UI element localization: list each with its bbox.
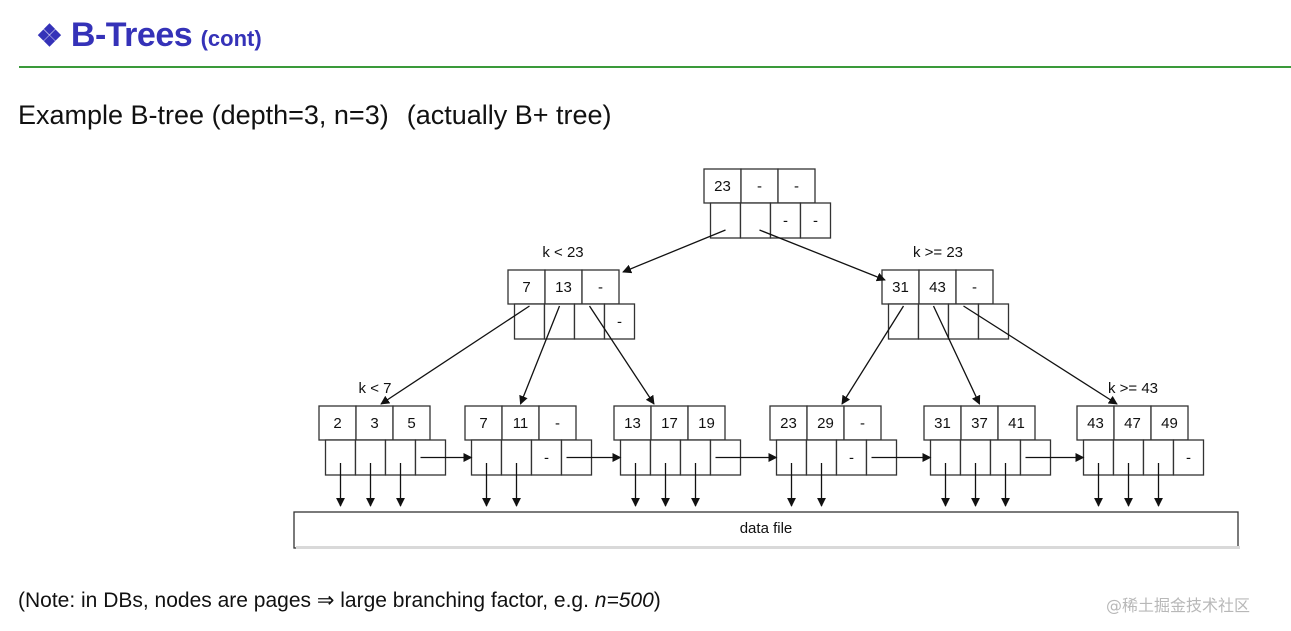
key-value: 23 bbox=[714, 178, 731, 195]
leaf-node: 31 37 41 bbox=[923, 405, 1052, 476]
pointer-cell bbox=[709, 202, 742, 239]
key-cell bbox=[464, 405, 503, 441]
child-pointer-arrow bbox=[380, 305, 530, 405]
pointer-cell bbox=[947, 303, 980, 340]
data-file-shadow bbox=[296, 546, 1240, 549]
watermark: @稀土掘金技术社区 bbox=[1106, 596, 1251, 615]
range-label: k < 23 bbox=[542, 244, 583, 261]
child-pointer-arrow bbox=[932, 305, 981, 405]
key-value: 19 bbox=[698, 415, 715, 432]
key-cell bbox=[960, 405, 999, 441]
key-value: 23 bbox=[780, 415, 797, 432]
key-cell bbox=[544, 269, 583, 305]
internal-node: 31 43 - bbox=[881, 269, 1010, 340]
data-file-box bbox=[293, 511, 1239, 549]
key-value: 3 bbox=[370, 415, 378, 432]
leaf-node: 23 29 - - bbox=[769, 405, 898, 476]
key-cell bbox=[1150, 405, 1189, 441]
range-label: k >= 43 bbox=[1108, 380, 1158, 397]
pointer-cell bbox=[543, 303, 576, 340]
key-value: 49 bbox=[1161, 415, 1178, 432]
leaf-node: 43 47 49 - bbox=[1076, 405, 1205, 476]
key-cell bbox=[1076, 405, 1115, 441]
key-value: 2 bbox=[333, 415, 341, 432]
key-value: - bbox=[794, 178, 799, 195]
pointer-cell bbox=[977, 303, 1010, 340]
key-value: 5 bbox=[407, 415, 415, 432]
note-emphasis: n=500 bbox=[594, 589, 654, 612]
pointer-cell bbox=[887, 303, 920, 340]
range-label: k >= 23 bbox=[913, 244, 963, 261]
heading-aside: (actually B+ tree) bbox=[406, 100, 612, 130]
key-cell bbox=[581, 269, 620, 305]
key-value: - bbox=[972, 279, 977, 296]
key-cell bbox=[392, 405, 431, 441]
key-value: 7 bbox=[479, 415, 487, 432]
footnote: (Note: in DBs, nodes are pages ⇒ large b… bbox=[18, 588, 661, 613]
pointer-value: - bbox=[1186, 450, 1191, 467]
key-value: - bbox=[860, 415, 865, 432]
pointer-cell bbox=[530, 439, 563, 476]
key-value: 31 bbox=[892, 279, 909, 296]
key-value: 7 bbox=[522, 279, 530, 296]
title-subtitle: (cont) bbox=[200, 26, 262, 51]
child-pointer-arrow bbox=[519, 305, 561, 405]
key-value: - bbox=[555, 415, 560, 432]
key-cell bbox=[1113, 405, 1152, 441]
root-node: 23 - - - - bbox=[703, 168, 832, 239]
child-pointer-arrow bbox=[841, 305, 905, 405]
internal-node: 7 13 - - bbox=[507, 269, 636, 340]
pointer-cell bbox=[835, 439, 868, 476]
key-cell bbox=[955, 269, 994, 305]
child-pointer-arrow bbox=[963, 305, 1118, 405]
key-cell bbox=[918, 269, 957, 305]
leaf-node: 7 11 - - bbox=[464, 405, 593, 476]
key-cell bbox=[881, 269, 920, 305]
heading-text: Example B-tree (depth=3, n=3) bbox=[18, 100, 389, 130]
key-value: 29 bbox=[817, 415, 834, 432]
key-value: 41 bbox=[1008, 415, 1025, 432]
key-value: - bbox=[757, 178, 762, 195]
title-divider bbox=[19, 66, 1291, 68]
key-value: 17 bbox=[661, 415, 678, 432]
key-value: 11 bbox=[513, 415, 529, 432]
slide-title: ❖B-Trees (cont) bbox=[36, 16, 262, 55]
pointer-cell bbox=[917, 303, 950, 340]
pointer-value: - bbox=[783, 213, 788, 230]
pointer-cell bbox=[799, 202, 832, 239]
child-pointer-arrow bbox=[759, 229, 886, 282]
child-pointer-arrow bbox=[622, 229, 726, 274]
key-value: 43 bbox=[1087, 415, 1104, 432]
key-cell bbox=[687, 405, 726, 441]
pointer-value: - bbox=[849, 450, 854, 467]
note-prefix: (Note: in DBs, nodes are pages ⇒ large b… bbox=[18, 589, 595, 612]
example-heading: Example B-tree (depth=3, n=3) (actually B… bbox=[18, 100, 612, 131]
range-label: k < 7 bbox=[359, 380, 392, 397]
key-value: - bbox=[598, 279, 603, 296]
pointer-value: - bbox=[544, 450, 549, 467]
key-value: 43 bbox=[929, 279, 946, 296]
key-value: 37 bbox=[971, 415, 988, 432]
key-cell bbox=[777, 168, 816, 204]
pointer-cell bbox=[603, 303, 636, 340]
pointer-cell bbox=[1172, 439, 1205, 476]
leaf-node: 13 17 19 bbox=[613, 405, 742, 476]
title-text: B-Trees bbox=[70, 16, 193, 54]
key-cell bbox=[318, 405, 357, 441]
pointer-cell bbox=[513, 303, 546, 340]
diamond-bullet-icon: ❖ bbox=[36, 20, 63, 53]
key-value: 31 bbox=[934, 415, 951, 432]
pointer-value: - bbox=[617, 314, 622, 331]
key-cell bbox=[703, 168, 742, 204]
data-file-label: data file bbox=[740, 520, 793, 537]
key-value: 47 bbox=[1124, 415, 1141, 432]
key-value: 13 bbox=[624, 415, 641, 432]
key-value: 13 bbox=[555, 279, 572, 296]
child-pointer-arrow bbox=[588, 305, 655, 405]
leaf-node: 2 3 5 bbox=[318, 405, 447, 476]
pointer-cell bbox=[769, 202, 802, 239]
note-suffix: ) bbox=[653, 589, 661, 612]
pointer-value: - bbox=[813, 213, 818, 230]
